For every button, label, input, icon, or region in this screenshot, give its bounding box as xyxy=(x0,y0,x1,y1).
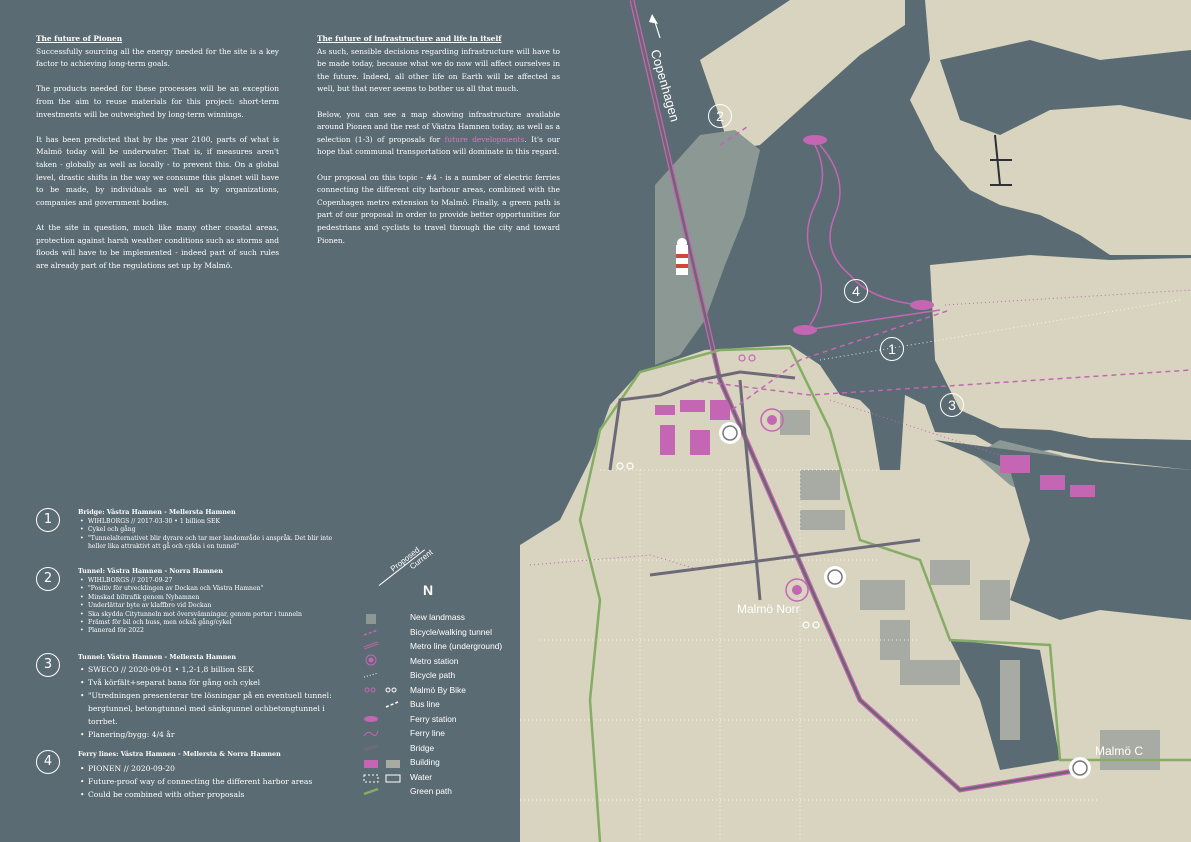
lighthouse-icon xyxy=(676,238,688,275)
right-paragraph-text: Below, you can see a map showing infrast… xyxy=(317,109,560,144)
proposal-bullets: WIHLBORGS // 2017-03-30 • 1 billion SEK … xyxy=(80,518,340,552)
proposal-bullet: SWECO // 2020-09-01 • 1,2-1,8 billion SE… xyxy=(80,663,336,676)
proposal-number-badge: 3 xyxy=(36,653,60,677)
proposal-bullet: Planerad för 2022 xyxy=(80,627,358,636)
proposal-bullet: Två körfält+separat bana för gång och cy… xyxy=(80,676,336,689)
legend-item-green-path: Green path xyxy=(410,786,452,796)
bike-icons xyxy=(616,354,820,629)
proposal-bullet: WIHLBORGS // 2017-09-27 xyxy=(80,577,358,586)
left-paragraph: At the site in question, much like many … xyxy=(36,222,279,270)
legend-item-malmo-by-bike: Malmö By Bike xyxy=(410,684,466,695)
metro-station-icons xyxy=(719,408,1091,779)
legend-item-bicycle-path: Bicycle path xyxy=(410,670,456,680)
copenhagen-arrow-icon xyxy=(649,14,661,39)
new-landmass xyxy=(655,130,760,365)
dock-water-1 xyxy=(935,440,1191,620)
legend-item-ferry-station: Ferry station xyxy=(410,713,457,724)
land-north-pier xyxy=(700,0,905,150)
map-label-malmo-c: Malmö C xyxy=(1095,744,1144,758)
proposal-title: Tunnel: Västra Hamnen - Norra Hamnen xyxy=(78,567,223,575)
left-paragraph: The products needed for these processes … xyxy=(36,84,279,119)
crane-icon xyxy=(990,134,1012,186)
buildings-current xyxy=(780,410,1160,770)
proposal-bullet: Future-proof way of connecting the diffe… xyxy=(80,775,348,788)
ferry-lines xyxy=(804,144,941,331)
proposal-number-badge: 2 xyxy=(36,567,60,591)
proposal-bullet: Främst för bil och buss, men också gång/… xyxy=(80,619,358,628)
map-marker-1[interactable]: 1 xyxy=(880,337,904,361)
map-marker-4[interactable]: 4 xyxy=(844,279,868,303)
legend-item-new-landmass: New landmass xyxy=(410,612,465,622)
legend-swatches xyxy=(363,614,401,796)
left-column: The future of Pionen Successfully sourci… xyxy=(36,33,279,285)
legend-item-bus-line: Bus line xyxy=(410,699,440,709)
proposal-bullet: Ska skydda Citytunneln mot översvämninga… xyxy=(80,611,358,620)
map-marker-3[interactable]: 3 xyxy=(940,393,964,417)
proposal-title: Tunnel: Västra Hamnen - Mellersta Hamnen xyxy=(78,653,237,661)
buildings-proposed xyxy=(655,400,1095,497)
legend-item-bridge: Bridge xyxy=(410,742,435,753)
right-paragraph-text: . It's our hope that communal transporta… xyxy=(317,134,561,157)
ferry-stations xyxy=(793,135,934,335)
bridge-roads xyxy=(608,370,921,601)
proposal-bullet: Underlättar byte av klaffbro vid Dockan xyxy=(80,602,358,611)
left-paragraph: It has been predicted that by the year 2… xyxy=(36,134,279,207)
right-paragraph: Below, you can see a map showing infrast… xyxy=(317,109,560,159)
proposal-bullets: WIHLBORGS // 2017-09-27 "Positiv för utv… xyxy=(80,577,358,636)
proposal-title: Bridge: Västra Hamnen - Mellersta Hamnen xyxy=(78,508,236,516)
proposal-title: Ferry lines: Västra Hamnen - Mellersta &… xyxy=(78,750,281,758)
north-arrow-icon: N xyxy=(420,582,436,598)
right-column: The future of infrastructure and life in… xyxy=(317,33,560,260)
proposal-bullet: Minskad biltrafik genom Nyhamnen xyxy=(80,594,358,603)
right-paragraph: As such, sensible decisions regarding in… xyxy=(317,46,560,94)
proposal-bullet: WIHLBORGS // 2017-03-30 • 1 billion SEK xyxy=(80,518,340,527)
legend-item-metro-station: Metro station xyxy=(410,655,459,666)
proposal-bullet: Cykel och gång xyxy=(80,526,340,535)
proposal-bullet: PIONEN // 2020-09-20 xyxy=(80,762,348,775)
proposal-bullet: Could be combined with other proposals xyxy=(80,788,348,801)
north-label: N xyxy=(422,582,434,598)
water-inlet-top-right xyxy=(940,40,1191,135)
future-developments-link[interactable]: future developments xyxy=(444,134,525,144)
proposal-tunnels xyxy=(689,124,1191,416)
left-column-heading: The future of Pionen xyxy=(36,34,123,43)
legend-item-building: Building xyxy=(410,757,440,767)
right-column-heading: The future of infrastructure and life in… xyxy=(317,34,502,43)
legend-item-metro-line: Metro line (underground) xyxy=(410,641,503,651)
land-east-top xyxy=(930,255,1191,440)
proposal-number-badge: 1 xyxy=(36,508,60,532)
map-label-malmo-norr: Malmö Norr xyxy=(737,602,800,616)
proposal-bullet: Planering/bygg: 4/4 år xyxy=(80,728,336,741)
right-paragraph: Our proposal on this topic - #4 - is a n… xyxy=(317,172,560,245)
metro-line xyxy=(629,0,1081,793)
proposal-bicycle-paths xyxy=(529,289,1191,571)
green-path xyxy=(578,346,1191,842)
proposal-bullet: "Utredningen presenterar tre lösningar p… xyxy=(80,689,336,728)
proposal-bullet: "Tunnelalternativet blir dyrare och tar … xyxy=(80,535,340,552)
legend-item-water: Water xyxy=(410,771,433,782)
legend-item-tunnel: Bicycle/walking tunnel xyxy=(410,626,492,637)
legend-item-ferry-line: Ferry line xyxy=(410,728,445,738)
land-top-right xyxy=(910,0,1191,255)
proposal-bullet: "Positiv för utvecklingen av Dockan och … xyxy=(80,585,358,594)
map-marker-2[interactable]: 2 xyxy=(708,104,732,128)
proposal-number-badge: 4 xyxy=(36,750,60,774)
proposal-bullets: PIONEN // 2020-09-20 Future-proof way of… xyxy=(80,762,348,801)
proposal-bullets: SWECO // 2020-09-01 • 1,2-1,8 billion SE… xyxy=(80,663,336,741)
left-paragraph: Successfully sourcing all the energy nee… xyxy=(36,46,279,69)
